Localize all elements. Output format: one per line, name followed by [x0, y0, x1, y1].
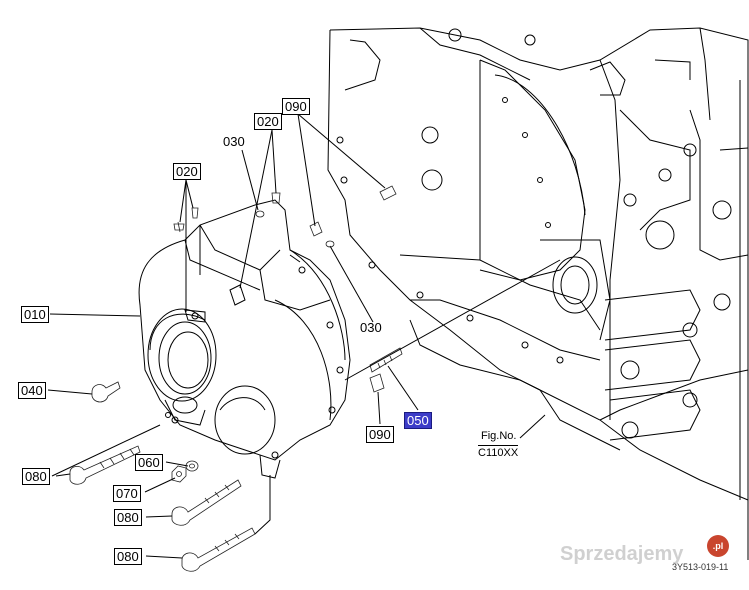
callout-030-top[interactable]: 030 — [223, 134, 245, 149]
callout-050[interactable]: 050 — [404, 412, 432, 429]
callout-020-left[interactable]: 020 — [173, 163, 201, 180]
figure-ref-label: Fig.No. — [481, 430, 517, 442]
callout-080-upper[interactable]: 080 — [22, 468, 50, 485]
callout-030-mid[interactable]: 030 — [360, 320, 382, 335]
callout-010[interactable]: 010 — [21, 306, 49, 323]
housing-cover — [138, 199, 351, 479]
transmission-case — [327, 27, 749, 560]
leader-lines — [47, 113, 561, 559]
callout-020-right[interactable]: 020 — [254, 113, 282, 130]
callout-040[interactable]: 040 — [18, 382, 46, 399]
watermark-badge: .pl — [707, 535, 729, 557]
fasteners — [69, 185, 403, 572]
callout-060[interactable]: 060 — [135, 454, 163, 471]
watermark-text: Sprzedajemy — [560, 543, 684, 565]
drawing-code: 3Y513-019-11 — [672, 562, 729, 572]
callout-090-top[interactable]: 090 — [282, 98, 310, 115]
figure-ref-code: C110XX — [478, 445, 519, 459]
callout-080-middle[interactable]: 080 — [114, 509, 142, 526]
callout-070[interactable]: 070 — [113, 485, 141, 502]
callout-090-bottom[interactable]: 090 — [366, 426, 394, 443]
callout-080-lower[interactable]: 080 — [114, 548, 142, 565]
